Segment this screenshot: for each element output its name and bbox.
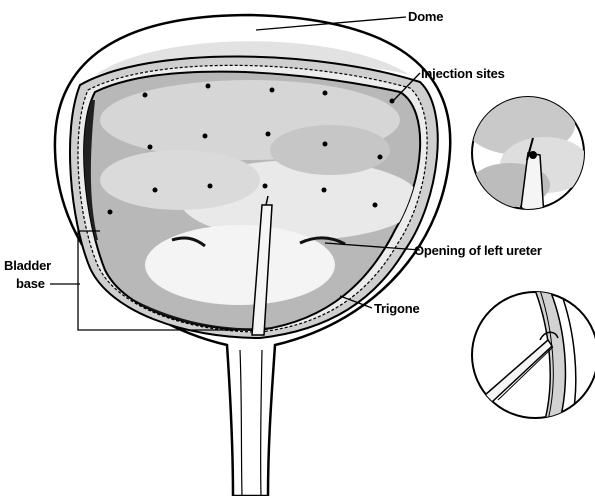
dome-label: Dome xyxy=(408,9,443,24)
detail-inset-wall xyxy=(472,290,595,420)
opening-left-ureter-label: Opening of left ureter xyxy=(414,243,542,258)
detail-inset-injection xyxy=(465,95,590,216)
trigone-label: Trigone xyxy=(374,301,420,316)
bladder-base-label-line1: Bladder xyxy=(4,258,51,273)
bladder-base-label-line2: base xyxy=(16,276,45,291)
injection-sites-label: Injection sites xyxy=(421,66,505,81)
